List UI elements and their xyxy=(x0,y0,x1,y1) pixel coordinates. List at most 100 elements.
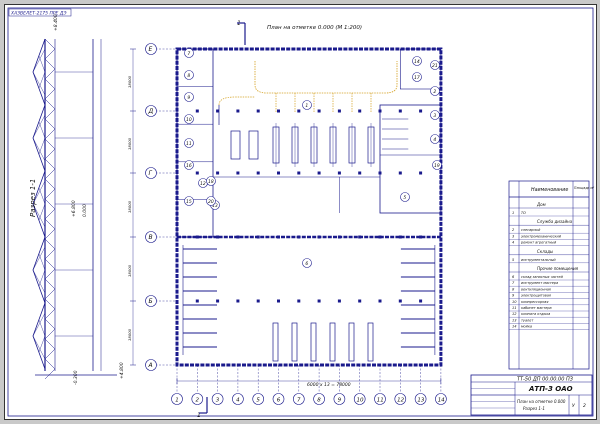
room-number-bubble xyxy=(184,160,194,170)
distribution-line xyxy=(254,61,398,94)
legend-item-name: туалет xyxy=(521,318,534,322)
interior-column xyxy=(358,171,362,175)
section-title: Разрез 1-1 xyxy=(29,179,37,217)
level-mark: +4.800 xyxy=(119,362,125,379)
column-axis-label: 14 xyxy=(438,398,445,404)
column-axis-bubble xyxy=(414,393,427,405)
legend-item-number: 13 xyxy=(512,318,517,322)
interior-column xyxy=(398,109,402,113)
interior-column xyxy=(419,235,423,239)
level-mark: -0.300 xyxy=(73,370,79,385)
legend-item-name: ремонт агрегатный xyxy=(520,241,557,245)
room-number-bubble xyxy=(430,86,440,96)
room-number: 14 xyxy=(414,59,420,65)
section-lattice xyxy=(44,38,56,380)
column-axis-bubble xyxy=(394,393,407,405)
row-dimension: 18000 xyxy=(127,200,132,213)
column-axis-label: 10 xyxy=(357,398,364,404)
column-axis-bubble xyxy=(232,393,244,405)
drawing-stage: У xyxy=(572,403,575,409)
column-axis-label: 8 xyxy=(317,398,321,404)
row-axis-label: Е xyxy=(149,46,153,53)
column-axis-bubble xyxy=(292,393,305,405)
room-number: 18 xyxy=(208,179,214,185)
room-number: 8 xyxy=(187,73,190,79)
interior-column xyxy=(236,171,240,175)
room-number: 20 xyxy=(208,199,214,205)
legend-item-name: ТО xyxy=(521,211,526,215)
interior-column xyxy=(297,235,301,239)
truss-web xyxy=(32,246,46,294)
column-axis-bubble xyxy=(353,393,366,405)
row-axis-label: Б xyxy=(149,298,153,305)
column-axis-bubble xyxy=(191,393,204,405)
interior-column xyxy=(277,171,280,175)
room-number-bubble xyxy=(400,192,410,202)
room-number: 7 xyxy=(187,51,190,57)
legend-item-name: кабинет мастера xyxy=(521,306,552,310)
row-axis-label: Д xyxy=(148,108,154,115)
room-number-bubble xyxy=(412,72,422,82)
room-number: 19 xyxy=(434,163,440,169)
legend-item-name: слесарный xyxy=(521,228,541,232)
legend-item-name: компрессорная xyxy=(521,300,548,304)
legend-item-name: инструментальный xyxy=(521,258,556,262)
column-axis-bubble xyxy=(211,393,224,405)
legend-item-number: 2 xyxy=(512,228,515,232)
pit-post xyxy=(291,322,298,362)
drawing-code: ТТ-50 ДП 00.00.00 ПЗ xyxy=(517,377,574,383)
room-number: 11 xyxy=(186,141,192,147)
column-axis-label: 4 xyxy=(236,398,240,404)
service-block xyxy=(176,48,214,238)
legend-item-name: мойка xyxy=(521,325,532,329)
roof-truss xyxy=(32,302,46,370)
floor-plan: План на отметке 0.000 (М 1:200)11ЕДГВБА1… xyxy=(127,20,447,419)
interior-column xyxy=(195,171,199,175)
truss-web xyxy=(32,312,46,360)
interior-column xyxy=(195,299,199,303)
interior-column xyxy=(256,235,260,239)
interior-column xyxy=(195,235,199,239)
row-axis-bubble xyxy=(145,359,157,371)
legend-item-number: 3 xyxy=(512,234,515,238)
pit-post xyxy=(272,322,279,362)
pit-post xyxy=(367,322,374,362)
column-axis-label: 9 xyxy=(338,398,342,404)
legend-item-number: 14 xyxy=(512,325,517,329)
room-number-bubble xyxy=(206,176,216,186)
interior-column xyxy=(419,109,423,113)
vehicle xyxy=(230,130,241,160)
room-number: 21 xyxy=(432,63,438,69)
legend-frame xyxy=(508,180,590,370)
legend-item-number: 7 xyxy=(512,281,515,285)
row-axis-bubble xyxy=(145,167,157,179)
interior-column xyxy=(236,299,240,303)
right-service-block xyxy=(379,104,442,214)
row-axis-bubble xyxy=(145,43,157,55)
legend-item-name: электрощитовая xyxy=(521,294,551,298)
legend-item-number: 11 xyxy=(512,306,517,310)
interior-column xyxy=(216,171,220,175)
legend-item-number: 9 xyxy=(512,294,515,298)
room-number-bubble xyxy=(432,160,442,170)
drawing-subtitle: План на отметке 0.000 xyxy=(517,399,566,404)
level-mark: +6.800 xyxy=(71,200,77,217)
room-number-bubble xyxy=(184,70,194,80)
column-axis-label: 12 xyxy=(397,398,404,404)
room-number: 4 xyxy=(433,137,436,143)
drawing-title: АТП-3 ОАО xyxy=(528,385,573,393)
room-number: 12 xyxy=(200,181,206,187)
interior-column xyxy=(419,171,423,175)
column-axis-bubble xyxy=(252,393,264,405)
legend-item-number: 4 xyxy=(512,241,515,245)
interior-column xyxy=(378,299,382,303)
room-number-bubble xyxy=(302,100,312,110)
column-axis-label: 6 xyxy=(277,398,281,404)
interior-column xyxy=(398,299,402,303)
interior-column xyxy=(277,299,280,303)
